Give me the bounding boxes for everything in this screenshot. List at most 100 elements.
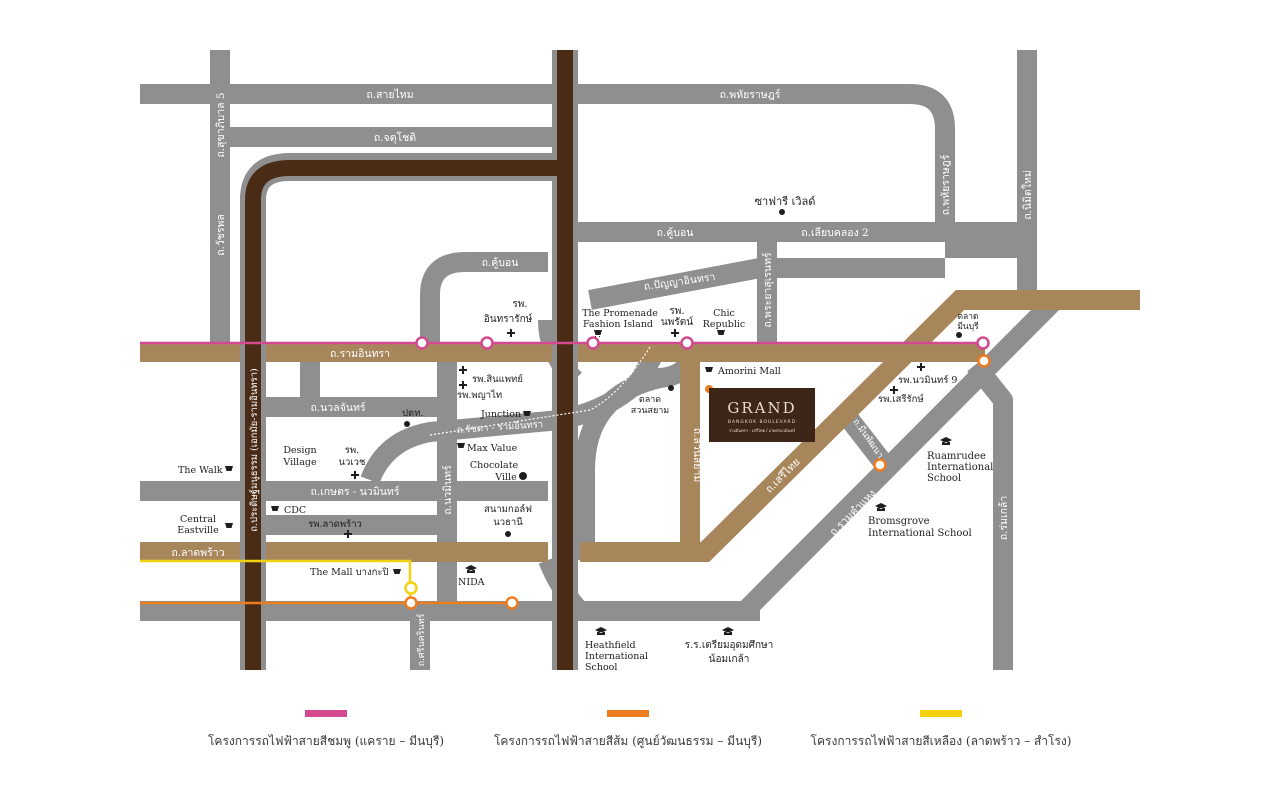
graduation-cap-icon xyxy=(940,437,952,445)
place-label: Heathfield xyxy=(585,640,636,651)
shopping-cart-icon xyxy=(717,330,725,335)
road-label: ถ.พหัยราษฎร์ xyxy=(720,88,781,101)
grand-logo-box xyxy=(709,388,815,442)
legend-yellow-swatch xyxy=(920,710,962,717)
place-label: The Promenade xyxy=(582,308,658,319)
place-label: The Mall บางกะปิ xyxy=(310,567,388,578)
poi-dot xyxy=(668,385,674,391)
place-label: ร.ร.เตรียมอุดมศึกษา xyxy=(685,639,774,651)
place-label: The Walk xyxy=(178,465,223,476)
place-labels: ซาฟารี เวิลด์ รพ. อินทรารักษ์ The Promen… xyxy=(177,195,993,673)
place-label: รพ.ลาดพร้าว xyxy=(308,519,362,530)
place-label: Republic xyxy=(703,319,745,330)
grand-sub2: รามอินทรา - เสรีไทย / เกษตรนวมินทร์ xyxy=(729,428,796,433)
poi-dot xyxy=(956,332,962,338)
shopping-cart-icon xyxy=(523,411,531,416)
graduation-cap-icon xyxy=(722,627,734,635)
shopping-cart-icon xyxy=(705,367,713,372)
place-label: อินทรารักษ์ xyxy=(484,313,533,325)
place-label: School xyxy=(585,662,617,673)
place-label: NIDA xyxy=(458,577,485,588)
place-label: Max Value xyxy=(467,443,518,454)
place-label: Design xyxy=(283,445,316,456)
hospital-icon xyxy=(351,471,359,479)
place-label: รพ. xyxy=(345,445,359,456)
place-label: International xyxy=(927,462,993,473)
road-label: ถ.คู้บอน xyxy=(482,257,519,269)
place-label: ซาฟารี เวิลด์ xyxy=(755,195,816,208)
hospital-icon xyxy=(459,366,467,374)
road-label: ถ.สายไหม xyxy=(366,88,413,101)
road-label: ถ.จตุโชติ xyxy=(374,131,416,144)
place-label: รพ.สินแพทย์ xyxy=(472,373,523,385)
grand-title: GRAND xyxy=(727,399,796,417)
shopping-cart-icon xyxy=(271,506,279,511)
place-label: Amorini Mall xyxy=(717,366,781,377)
road-label: ถ.นิมิตใหม่ xyxy=(1021,170,1034,220)
place-label: Fashion Island xyxy=(583,319,653,330)
shopping-cart-icon xyxy=(594,330,602,337)
legend-orange-swatch xyxy=(607,710,649,717)
shopping-cart-icon xyxy=(393,569,401,574)
place-label: CDC xyxy=(284,505,306,516)
hospital-icon xyxy=(890,386,898,394)
place-label: รพ.พญาไท xyxy=(457,389,502,401)
legend-yellow-label: โครงการรถไฟฟ้าสายสีเหลือง (ลาดพร้าว – สำ… xyxy=(810,734,1072,748)
poi-dot xyxy=(779,209,785,215)
place-label: International xyxy=(585,651,648,662)
road-label: ถ.คู้บอน xyxy=(657,227,694,239)
road-label: ถ.วัชรพล xyxy=(215,214,227,256)
grand-sub1: BANGKOK BOULEVARD xyxy=(728,419,796,425)
road-label: ถ.ลาดพร้าว xyxy=(171,547,224,559)
road-rom-klao xyxy=(967,358,1013,670)
road-panya-inthra xyxy=(588,258,945,310)
hospital-icon xyxy=(344,530,352,538)
place-label: น้อมเกล้า xyxy=(709,653,750,665)
hospital-icon xyxy=(507,329,515,337)
legend-orange-label: โครงการรถไฟฟ้าสายสีส้ม (ศูนย์วัฒนธรรม – … xyxy=(493,734,763,748)
pink-station xyxy=(480,336,494,350)
place-label: School xyxy=(927,473,961,484)
orange-station xyxy=(505,596,519,610)
hospital-icon xyxy=(671,329,679,337)
pink-station xyxy=(415,336,429,350)
place-label: นพรัตน์ xyxy=(661,316,693,328)
shopping-cart-icon xyxy=(457,443,465,448)
place-label: Chic xyxy=(713,308,735,319)
road-label: ถ.ประดิษฐ์มนูธรรม (เอกมัย-รามอินทรา) xyxy=(248,368,260,531)
road-min-phatthana xyxy=(842,413,893,472)
road-phahonyothin xyxy=(565,84,955,225)
place-label: ตลาด xyxy=(639,395,661,405)
orange-station xyxy=(873,458,887,472)
place-label: สนามกอล์ฟ xyxy=(484,503,532,515)
place-label: สวนสยาม xyxy=(631,406,670,416)
road-label: ถ.นวมินทร์ xyxy=(441,465,454,515)
place-label: Village xyxy=(282,457,317,468)
poi-dot xyxy=(404,421,410,427)
place-label: นวเวช xyxy=(339,457,366,468)
shop-icons xyxy=(225,330,725,574)
stations xyxy=(404,336,991,610)
info-icon xyxy=(519,472,527,480)
road-label: ถ.พหัยราษฎร์ xyxy=(939,154,952,215)
road-label: ถ.ศรีนครินทร์ xyxy=(415,613,427,666)
graduation-cap-icon xyxy=(595,627,607,635)
poi-markers xyxy=(344,209,962,538)
expressway-pradit xyxy=(245,160,565,670)
place-label: รพ. xyxy=(669,306,684,317)
road-label: ถ.ร่มเกล้า xyxy=(998,496,1010,541)
road-ramkhamhaeng xyxy=(737,292,1063,619)
orange-station xyxy=(977,354,991,368)
road-label: ถ.สวนสยาม xyxy=(691,428,703,483)
place-label: นวธานี xyxy=(493,516,523,528)
place-label: รพ.เสรีรักษ์ xyxy=(878,393,924,405)
road-label: ถ.นวลจันทร์ xyxy=(310,401,365,414)
road-seri-thai xyxy=(580,290,1140,562)
legend-pink-label: โครงการรถไฟฟ้าสายสีชมพู (แคราย – มีนบุรี… xyxy=(207,734,445,748)
hospital-icon xyxy=(459,381,467,389)
road-label: ถ.เกษตร - นวมินทร์ xyxy=(311,485,400,498)
place-label: รพ.นวมินทร์ 9 xyxy=(898,374,957,386)
yellow-station xyxy=(404,581,418,595)
grand-bangkok-boulevard: GRAND BANGKOK BOULEVARD รามอินทรา - เสรี… xyxy=(705,385,815,442)
legend-pink-swatch xyxy=(305,710,347,717)
